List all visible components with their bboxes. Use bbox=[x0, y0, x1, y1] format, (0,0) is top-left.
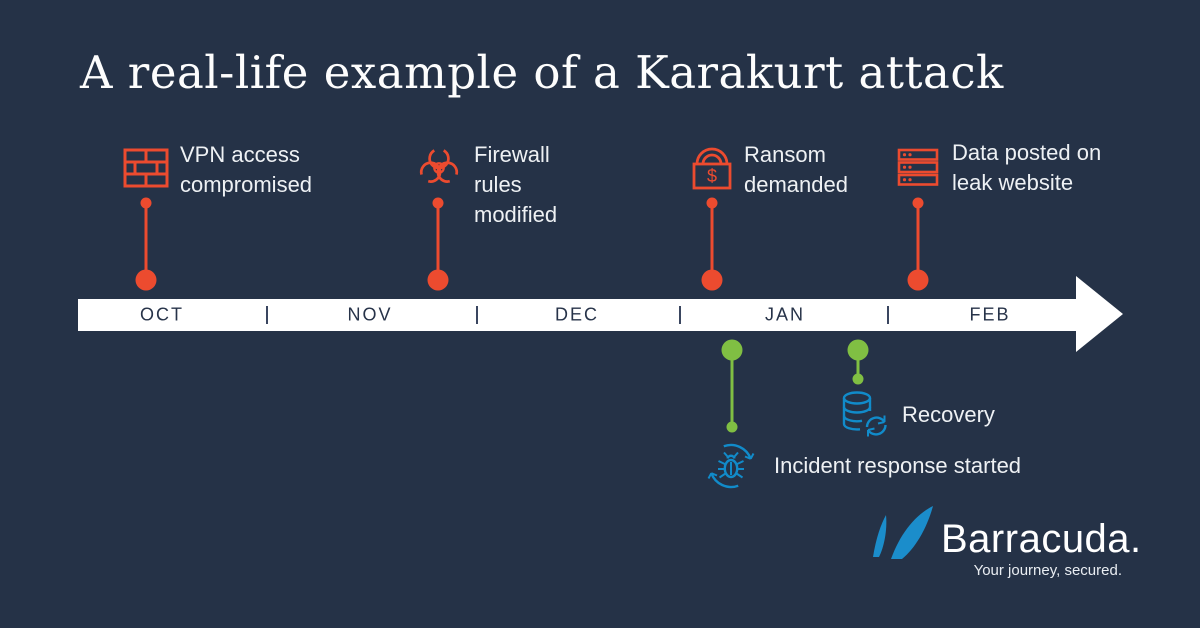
event-timeline-dot bbox=[907, 269, 929, 291]
timeline-separator bbox=[679, 306, 681, 324]
event-label-firewall-rules: Firewall rules modified bbox=[474, 142, 558, 227]
event-timeline-dot bbox=[427, 269, 449, 291]
event-stem bbox=[144, 203, 148, 280]
timeline-separator bbox=[887, 306, 889, 324]
bug-containment-icon bbox=[707, 443, 755, 489]
server-stack-icon bbox=[897, 148, 939, 186]
event-label-vpn-access: VPN access compromised bbox=[180, 142, 313, 197]
event-timeline-dot bbox=[701, 269, 723, 291]
response-label-recovery: Recovery bbox=[902, 402, 995, 427]
event-label-ransom: Ransom demanded bbox=[744, 142, 848, 197]
month-label-jan: JAN bbox=[764, 304, 806, 325]
event-stem bbox=[916, 203, 920, 280]
dollar-symbol: $ bbox=[707, 166, 717, 186]
month-label-oct: OCT bbox=[140, 304, 184, 325]
timeline-separator bbox=[476, 306, 478, 324]
event-label-data-posted: Data posted on leak website bbox=[952, 140, 1102, 195]
barracuda-logo-icon bbox=[873, 506, 933, 559]
event-timeline-dot bbox=[135, 269, 157, 291]
response-stem-dot bbox=[852, 373, 864, 385]
firewall-brick-icon bbox=[123, 148, 169, 188]
event-stem bbox=[710, 203, 714, 280]
timeline-bar: OCT NOV DEC JAN FEB bbox=[78, 299, 1078, 331]
month-label-nov: NOV bbox=[347, 304, 393, 325]
biohazard-icon bbox=[419, 149, 459, 183]
page-title: A real-life example of a Karakurt attack bbox=[80, 46, 1004, 99]
response-stem bbox=[856, 350, 860, 379]
event-stem bbox=[436, 203, 440, 280]
response-stem bbox=[730, 350, 734, 427]
month-label-feb: FEB bbox=[969, 304, 1011, 325]
ransom-lock-icon: $ bbox=[692, 147, 732, 190]
month-label-dec: DEC bbox=[554, 304, 600, 325]
logo-tagline: Your journey, secured. bbox=[973, 562, 1122, 579]
timeline-arrowhead bbox=[1076, 276, 1123, 352]
barracuda-logo-wordmark: Barracuda. bbox=[941, 517, 1142, 561]
response-stem-dot bbox=[726, 421, 738, 433]
response-label-incident-response: Incident response started bbox=[774, 453, 1022, 478]
timeline-separator bbox=[266, 306, 268, 324]
database-restore-icon bbox=[842, 391, 887, 437]
